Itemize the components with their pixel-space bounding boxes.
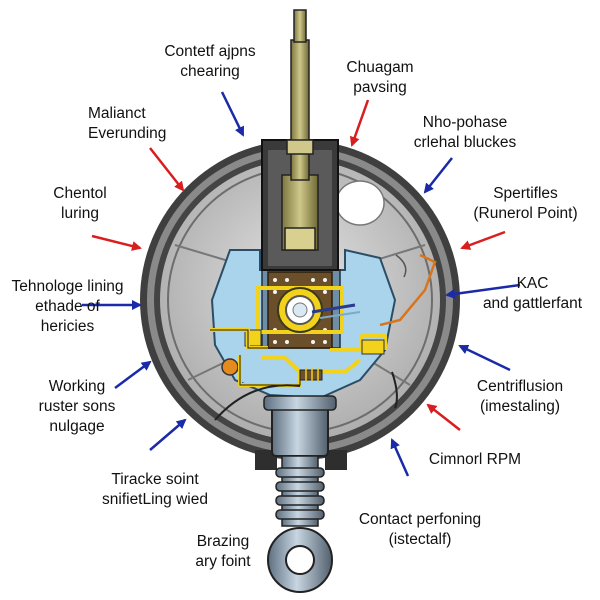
label-top-right-1: Chuagam pavsing [346, 59, 414, 96]
label-right-5: Cimnorl RPM [428, 451, 522, 468]
label-right-4: Centriflusion (imestaling) [476, 378, 564, 415]
arrow-top-right [349, 99, 370, 147]
central-shaft [261, 9, 339, 271]
label-top-left-1: Contetf ajpns chearing [164, 43, 256, 80]
arrow-left-2 [91, 234, 142, 251]
label-left-2: Chentol luring [53, 185, 107, 222]
core-assembly [210, 248, 437, 421]
label-left-5: Tiracke soint snifietLing wied [102, 471, 208, 508]
resistor [299, 368, 323, 382]
bottom-left-clamp [255, 450, 277, 470]
label-right-1: Nho-pohase crlehal bluckes [413, 114, 517, 151]
arrow-right-5 [426, 403, 461, 431]
arrow-left-4 [114, 360, 152, 390]
arrow-right-3 [445, 283, 521, 299]
label-bottom-right: Contact perfoning (istectalf) [358, 511, 482, 548]
arrow-right-4 [458, 344, 511, 372]
label-left-1: Malianct Everunding [88, 105, 167, 142]
label-right-2: Spertifles (Runerol Point) [473, 185, 578, 222]
label-left-3: Tehnologe lining ethade of hericies [11, 278, 124, 335]
arrow-left-1 [149, 147, 185, 192]
label-bottom-left: Brazing ary foint [195, 533, 251, 570]
arrow-right-2 [460, 230, 506, 250]
label-left-4: Working ruster sons nulgage [38, 378, 116, 435]
callout-arrows [82, 91, 521, 477]
arrow-left-5 [149, 418, 187, 451]
sight-window [335, 180, 407, 278]
arrow-bottom-right [390, 438, 410, 477]
lower-stem [263, 395, 337, 593]
arrow-top-left [220, 91, 245, 137]
arrow-right-1 [423, 157, 453, 194]
bottom-right-clamp [325, 450, 347, 470]
label-right-3: KAC and gattlerfant [482, 275, 583, 312]
